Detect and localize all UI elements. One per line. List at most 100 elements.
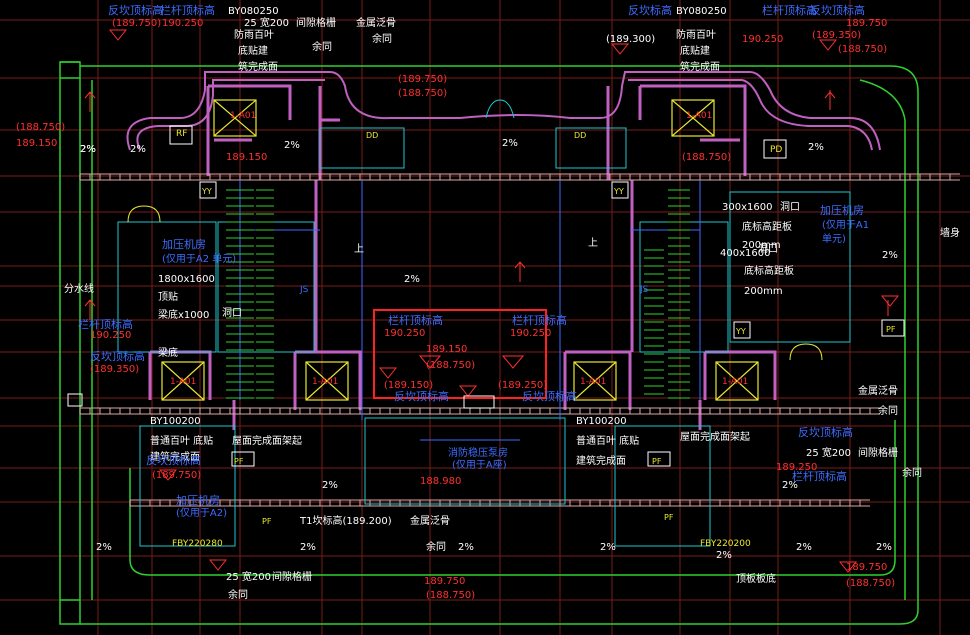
label-pf-1: PF	[234, 457, 244, 466]
label-pf-2: PF	[652, 457, 662, 466]
walls	[148, 84, 777, 430]
label-left-elev-2: 189.150	[16, 138, 57, 149]
label-zhuwan-2: 筑完成面	[680, 60, 720, 73]
label-rail-top-2-val: 190.250	[742, 34, 783, 45]
elevation-markers	[108, 29, 900, 573]
label-gap-3: 间隙格栅	[858, 446, 898, 459]
slope-marker: 2%	[404, 274, 420, 285]
label-fan-top-7-val: (189.750)	[152, 470, 201, 481]
label-elev-1: 1-A01	[230, 111, 256, 121]
elevator-2	[671, 99, 715, 137]
slope-marker: 2%	[716, 550, 732, 561]
slope-marker: 2%	[502, 138, 518, 149]
label-elev-5: 1-A01	[580, 377, 606, 387]
label-fan-top-2: 反坎标高	[628, 3, 672, 17]
label-gap-2: 间隙格栅	[272, 570, 312, 583]
label-fangyu-2: 防雨百叶	[676, 28, 716, 41]
label-dibu-2: 底贴建	[680, 44, 710, 57]
label-rail-top-4-val: 190.250	[384, 328, 425, 339]
label-width-3: 25 宽200	[806, 446, 851, 459]
label-rail-top-5-val: 190.250	[510, 328, 551, 339]
label-shang-2: 上	[588, 237, 598, 249]
label-elev-3: 1-A01	[170, 377, 196, 387]
highlight-box[interactable]	[373, 309, 547, 399]
slope-arrows	[84, 90, 889, 320]
label-fangyu-1: 防雨百叶	[234, 28, 274, 41]
label-slope: 2%	[80, 144, 96, 155]
label-fan-top-4: 反坎顶标高	[90, 349, 145, 363]
label-rail-top-1: 栏杆顶标高	[160, 3, 215, 17]
elevator-3	[161, 361, 205, 401]
slope-marker: 2%	[600, 542, 616, 553]
label-jzwcm-2: 建筑完成面	[576, 454, 626, 467]
label-val-189-750-f: 189.750	[846, 562, 887, 573]
label-rail-top-2: 栏杆顶标高	[762, 3, 817, 17]
label-val-188-750-d: (188.750)	[426, 360, 475, 371]
label-yy-3: YY	[735, 327, 746, 336]
label-yy-1: YY	[201, 187, 212, 196]
label-jiaya-2-sub: (仅用于A1	[822, 219, 869, 231]
label-val-188-980: 188.980	[420, 476, 461, 487]
building-outline	[59, 61, 919, 625]
label-yutong-2: 余同	[372, 32, 392, 45]
label-val-189-750-c: 189.750	[846, 18, 887, 29]
label-val-189-150-b: (189.150)	[384, 380, 433, 391]
label-yy-2: YY	[613, 187, 624, 196]
hatch-ticks	[79, 174, 951, 506]
label-yutong-4: 余同	[426, 540, 446, 553]
label-xiaofang: 消防稳压泵房	[448, 446, 508, 459]
label-byd-1: BY080250	[228, 6, 279, 17]
elevator-1	[213, 99, 257, 137]
label-rail-top-5: 栏杆顶标高	[512, 313, 567, 327]
slope-marker: 2%	[458, 542, 474, 553]
label-elev-6: 1-A01	[722, 377, 748, 387]
label-fan-top-5: 反坎顶标高	[394, 389, 449, 403]
elevator-5	[573, 361, 617, 401]
label-byd-3: BY100200	[150, 416, 201, 427]
label-val-188-750: (188.750)	[682, 152, 731, 163]
elevator-4	[305, 361, 349, 401]
label-gap-1: 间隙格栅	[296, 16, 336, 29]
label-byd-2: BY080250	[676, 6, 727, 17]
label-digao-2: 底标高距板	[744, 264, 794, 277]
label-mm-2: 200mm	[744, 286, 783, 297]
label-dibu-1: 底贴建	[238, 44, 268, 57]
label-left-elev-1: (188.750)	[16, 122, 65, 133]
label-jiaya-3-sub: (仅用于A2)	[176, 507, 227, 519]
label-val-188-750-c: (188.750)	[838, 44, 887, 55]
slope-marker: 2%	[300, 542, 316, 553]
label-dd-2: DD	[574, 131, 586, 140]
label-fangyu-ban: 顶板板底	[736, 572, 776, 585]
label-fan-top-1: 反坎顶标高	[108, 3, 163, 17]
label-jiaya-1-sub: (仅用于A2 单元)	[162, 253, 236, 265]
label-fy-1: FBY220280	[172, 539, 223, 549]
label-metal-3: 金属泛骨	[410, 514, 450, 527]
label-fen-shui: 分水线	[64, 282, 94, 295]
label-fan-top-7: 反坎顶标高	[146, 453, 201, 467]
label-wumian-2: 屋面完成面架起	[680, 430, 750, 443]
label-yutong-3: 余同	[878, 404, 898, 417]
label-dongkou-1: 洞口	[222, 307, 242, 319]
slope-marker: 2%	[782, 480, 798, 491]
label-jiaya-2-sub2: 单元)	[822, 233, 846, 245]
label-val-189-250-b: (189.250)	[498, 380, 547, 391]
label-size-1: 1800x1600	[158, 274, 215, 285]
label-js-2: JS	[639, 285, 649, 295]
label-width-2: 25 宽200	[226, 570, 271, 583]
label-elev-2: 1-A01	[686, 111, 712, 121]
label-wumian-1: 屋面完成面架起	[232, 434, 302, 447]
label-val-189-750-e: 189.750	[424, 576, 465, 587]
label-fan-top-1-val: (189.750)	[112, 18, 161, 29]
label-digao-1: 底标高距板	[742, 220, 792, 233]
label-jiaya-2: 加压机房	[820, 203, 864, 217]
stairs	[226, 189, 690, 399]
label-dongkou-3: 洞口	[758, 243, 778, 255]
label-pf-3: PF	[886, 325, 896, 334]
label-fan-top-2-val: (189.300)	[606, 34, 655, 45]
label-jiaya-3: 加压机房	[176, 493, 220, 507]
label-rail-top-6: 栏杆顶标高	[792, 469, 847, 483]
label-liangdi: 梁底	[158, 346, 178, 359]
